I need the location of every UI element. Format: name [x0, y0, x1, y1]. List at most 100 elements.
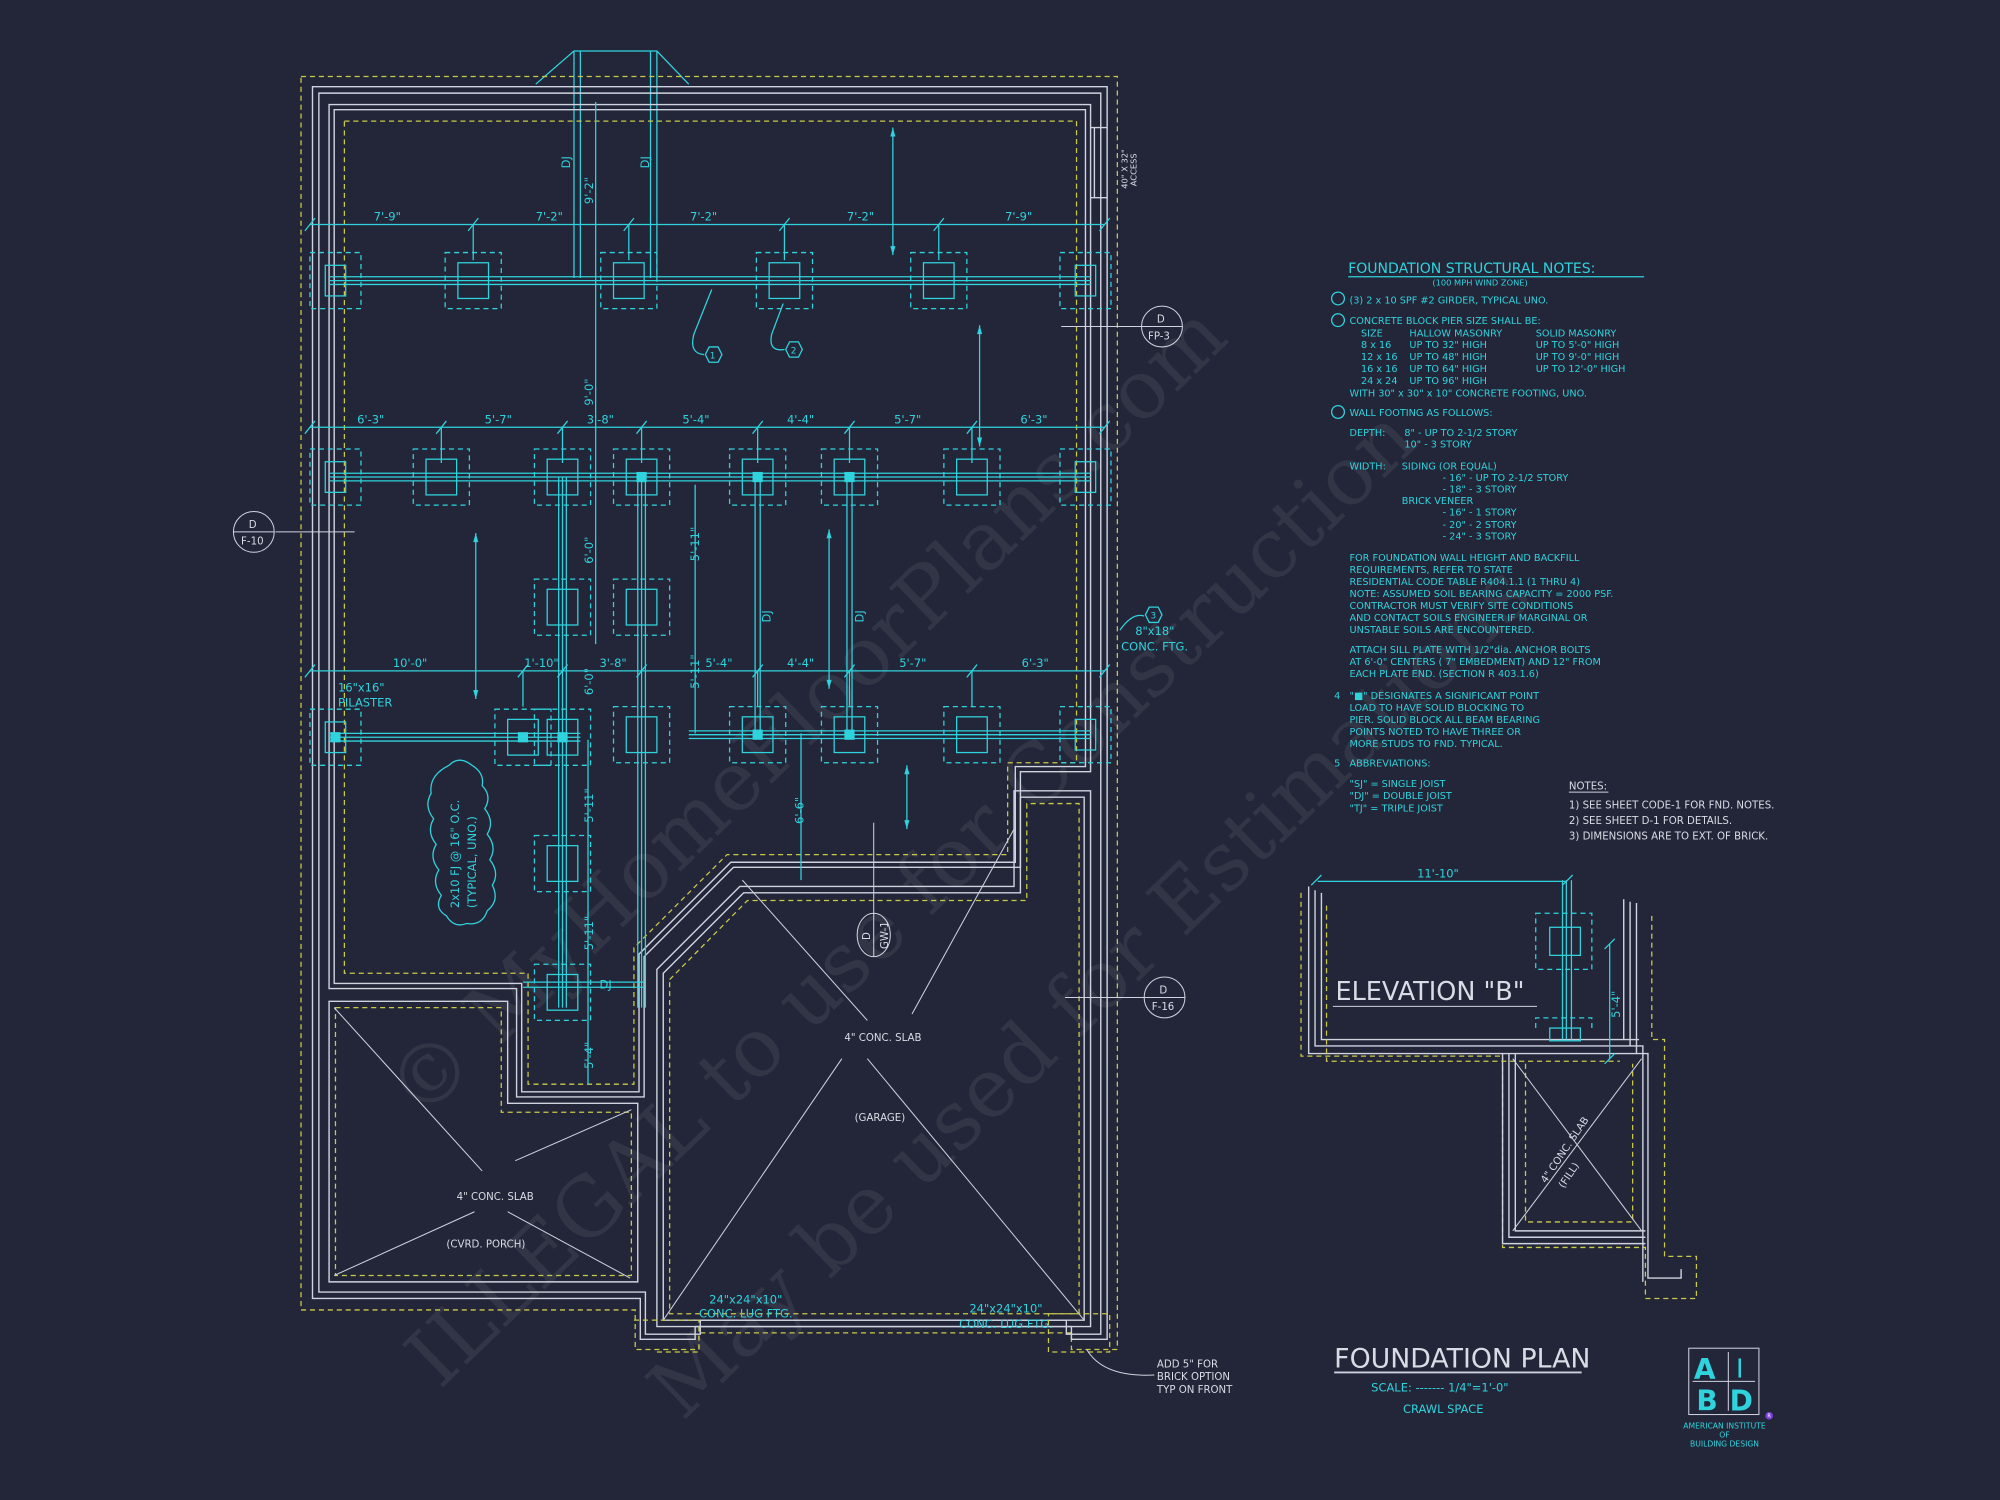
ftg-size-label: 8"x18"	[1135, 624, 1174, 638]
pier-table-header: HALLOW MASONRY	[1409, 329, 1502, 340]
pier-footing	[755, 251, 814, 310]
pier-block	[546, 718, 579, 756]
dimension-tick	[1098, 420, 1111, 435]
callout-number: 2	[791, 346, 797, 356]
joist-label: DJ	[559, 156, 573, 168]
pier-footing	[943, 448, 1001, 506]
piers	[309, 251, 1112, 1022]
dimension-label: 7'-2"	[847, 210, 874, 224]
point-load-marker	[844, 471, 855, 483]
callout-hex-3	[1144, 606, 1163, 624]
porch-wall	[328, 1000, 639, 1283]
point-load-marker	[636, 471, 647, 483]
point-load-marker	[752, 729, 763, 740]
dimension-tick	[635, 664, 648, 678]
note-4-line: PIER. SOLID BLOCK ALL BEAM BEARING	[1349, 715, 1540, 726]
dimension-label: 3'-8"	[587, 412, 614, 426]
section-mark-f16[interactable]: D F-16	[1065, 976, 1186, 1019]
pier-block	[425, 458, 458, 496]
foundation-note-line: RESIDENTIAL CODE TABLE R404.1.1 (1 THRU …	[1349, 577, 1580, 588]
logo-letter: A	[1694, 1353, 1716, 1386]
dimension-tick	[1098, 217, 1111, 232]
pier-footing	[612, 705, 671, 764]
pier-table-cell: 24 x 24	[1361, 376, 1398, 387]
note-5: ABBREVIATIONS:	[1349, 759, 1430, 770]
pier-block	[546, 588, 579, 626]
brick-note: TYP ON FRONT	[1156, 1385, 1233, 1396]
dimension-label: 5'-11"	[582, 916, 596, 950]
wall-pilaster	[1059, 251, 1112, 310]
concrete-pier	[600, 251, 658, 310]
crawl-space-wall	[333, 108, 1087, 1093]
logo-letter: D	[1730, 1385, 1753, 1418]
elevation-b-width-dim: 11'-10"	[1417, 867, 1459, 881]
width-label: WIDTH:	[1349, 461, 1385, 472]
logo-letter: I	[1736, 1355, 1744, 1385]
depth-item: 10" - 3 STORY	[1404, 440, 1471, 451]
garage-slab-label: 4" CONC. SLAB	[844, 1033, 921, 1044]
wall-pilaster	[309, 251, 362, 310]
dimension-label: 5'-11"	[688, 654, 702, 688]
garage-label: (GARAGE)	[855, 1113, 906, 1124]
garage-wall	[662, 796, 1085, 1321]
pier-table-cell: UP TO 96" HIGH	[1409, 376, 1486, 387]
dimension-label: 6'-0"	[582, 537, 596, 564]
elevation-b-depth-dim: 5'-4"	[1609, 991, 1623, 1018]
foundation-note-line: NOTE: ASSUMED SOIL BEARING CAPACITY = 20…	[1349, 589, 1613, 600]
double-joist	[522, 477, 853, 988]
dimension-label: 7'-9"	[374, 210, 401, 224]
pilaster-size: 16"x16"	[338, 680, 385, 694]
pier-footing	[820, 448, 879, 506]
drawing-subtitle: CRAWL SPACE	[1403, 1402, 1483, 1416]
structural-notes: FOUNDATION STRUCTURAL NOTES: (100 MPH WI…	[1330, 261, 1645, 814]
pier-block	[741, 716, 774, 754]
pier-block	[922, 262, 955, 300]
crawl-footing-line	[343, 120, 1078, 1085]
aibd-logo: A I B D R AMERICAN INSTITUTE OF BUILDING…	[1683, 1347, 1773, 1448]
section-mark-fp3[interactable]: D FP-3	[1061, 305, 1183, 348]
brick-item: - 20" - 2 STORY	[1443, 520, 1517, 531]
lug-ftg-label: CONC. LUG FTG.	[699, 1307, 793, 1321]
note-4-line: POINTS NOTED TO HAVE THREE OR	[1349, 727, 1521, 738]
registered-mark: R	[1767, 1414, 1771, 1420]
general-notes: NOTES: 1) SEE SHEET CODE-1 FOR FND. NOTE…	[1568, 782, 1774, 842]
joist-note-typical: (TYPICAL, UNO.)	[465, 816, 479, 908]
section-mark-gw1[interactable]: D GW-1	[856, 822, 891, 958]
pilaster-label: PILASTER	[338, 696, 392, 710]
pilaster-block	[324, 461, 347, 493]
pier-table-header: SIZE	[1361, 329, 1383, 340]
concrete-pier	[533, 448, 592, 506]
main-plan: 7'-9" 7'-2" 7'-2" 7'-2" 7'-9" 6'-3" 5'-7…	[232, 50, 1233, 1396]
dimension-label: 5'-7"	[485, 412, 512, 426]
concrete-pier	[444, 251, 502, 310]
callout-leader	[1119, 614, 1145, 631]
note-4-line: "■" DESIGNATES A SIGNIFICANT POINT	[1349, 691, 1539, 702]
pier-footing	[494, 708, 552, 766]
joist-note: 2x10 FJ @ 16" O.C.	[448, 800, 462, 908]
concrete-pier	[533, 963, 592, 1022]
pier-block	[955, 716, 988, 754]
dimension-label: 5'-11"	[688, 527, 702, 561]
section-mark-f10[interactable]: D F-10	[232, 510, 355, 553]
joist-span-arrow	[977, 325, 983, 447]
pier-footing	[820, 705, 879, 764]
foundation-note-line: CONTRACTOR MUST VERIFY SITE CONDITIONS	[1349, 601, 1573, 612]
joist-label: DJ	[759, 610, 773, 622]
title-block: FOUNDATION PLAN SCALE: ------- 1/4"=1'-0…	[1334, 1343, 1590, 1416]
girder-beam	[329, 276, 1091, 286]
note-marker-1	[1330, 291, 1346, 306]
pier-table-cell: UP TO 64" HIGH	[1409, 364, 1486, 375]
pier-block	[507, 718, 539, 756]
dimension-label: 3'-8"	[599, 656, 626, 670]
anchor-bolt-note-line: EACH PLATE END. (SECTION R 403.1.6)	[1349, 669, 1538, 680]
dimension-label: 5'-7"	[899, 656, 926, 670]
concrete-pier	[820, 705, 879, 764]
brick-item: - 24" - 3 STORY	[1443, 532, 1517, 543]
note-4-number: 4	[1334, 691, 1340, 702]
concrete-pier	[612, 448, 671, 506]
brick-label: BRICK VENEER	[1402, 496, 1474, 507]
brick-note: BRICK OPTION	[1157, 1372, 1230, 1383]
concrete-pier	[728, 705, 787, 764]
pilaster-block	[324, 721, 347, 754]
